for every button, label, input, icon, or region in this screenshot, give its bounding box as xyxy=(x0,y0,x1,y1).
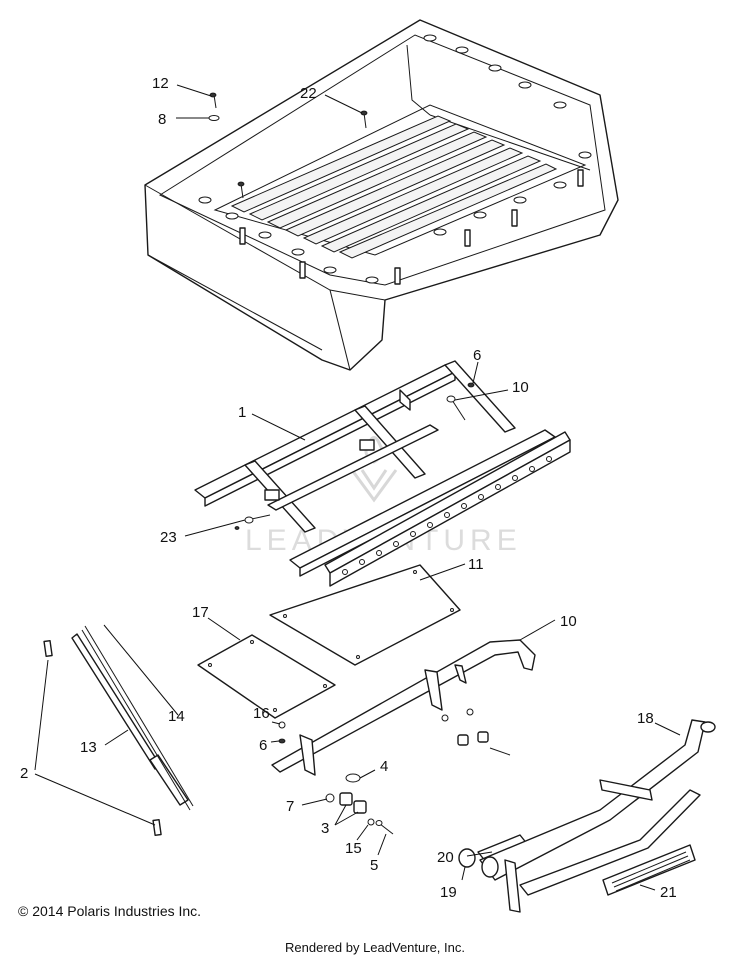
callout-6-lower: 6 xyxy=(259,737,267,754)
nut-7 xyxy=(325,793,335,803)
cargo-box-stake-pockets xyxy=(198,34,592,284)
pin-2-lower xyxy=(152,818,162,837)
grille-21 xyxy=(602,844,696,896)
copyright-notice: © 2014 Polaris Industries Inc. xyxy=(18,903,202,919)
pin-2-upper xyxy=(43,639,53,658)
cargo-box-latches xyxy=(239,169,584,285)
callout-7: 7 xyxy=(286,798,294,815)
callout-labels: 12 8 22 6 10 1 23 11 10 17 14 13 2 16 6 … xyxy=(20,75,677,901)
callout-23: 23 xyxy=(160,529,177,546)
callout-22: 22 xyxy=(300,85,317,102)
callout-9: 10 xyxy=(560,613,577,630)
callout-6-upper: 6 xyxy=(473,347,481,364)
callout-19: 19 xyxy=(440,884,457,901)
render-credit: Rendered by LeadVenture, Inc. xyxy=(285,940,465,955)
gas-strut-13 xyxy=(71,633,189,806)
cap-4 xyxy=(345,773,361,783)
screw-box-mount xyxy=(237,181,245,199)
cargo-box xyxy=(144,19,619,371)
callout-13: 13 xyxy=(80,739,97,756)
callout-4: 4 xyxy=(380,758,388,775)
panel-17 xyxy=(197,634,336,719)
nut-16 xyxy=(278,721,286,729)
side-rail-holes xyxy=(342,456,552,575)
leader-lines xyxy=(34,84,681,891)
callout-18: 18 xyxy=(637,710,654,727)
pin-10 xyxy=(446,395,466,421)
end-cap-19 xyxy=(458,848,476,868)
bumper-18 xyxy=(479,719,706,913)
callout-14: 14 xyxy=(168,708,185,725)
end-cap-18 xyxy=(700,721,716,733)
callout-1: 1 xyxy=(238,404,246,421)
callout-15: 15 xyxy=(345,840,362,857)
bolt-5 xyxy=(375,820,394,835)
screw-12 xyxy=(209,92,217,109)
support-bar-9 xyxy=(271,639,536,776)
washer-8 xyxy=(208,115,220,121)
panel-11 xyxy=(269,564,461,666)
callout-5: 5 xyxy=(370,857,378,874)
bolt-6-upper xyxy=(467,382,475,388)
bolt-6-lower xyxy=(278,738,286,744)
callout-17: 17 xyxy=(192,604,209,621)
callout-16: 16 xyxy=(253,705,270,722)
callout-10: 10 xyxy=(512,379,529,396)
bushing-3 xyxy=(339,792,367,814)
callout-12: 12 xyxy=(152,75,169,92)
callout-8: 8 xyxy=(158,111,166,128)
cargo-box-floor-ribs xyxy=(230,115,558,259)
callout-2: 2 xyxy=(20,765,28,782)
cargo-box-subframe xyxy=(194,360,556,577)
cable-14 xyxy=(81,625,194,811)
washer-15 xyxy=(367,818,375,826)
mount-hardware-right xyxy=(441,708,511,756)
callout-21: 21 xyxy=(660,884,677,901)
callout-3: 3 xyxy=(321,820,329,837)
side-rail-plate xyxy=(324,431,571,587)
callout-11: 11 xyxy=(468,556,484,573)
callout-20: 20 xyxy=(437,849,454,866)
